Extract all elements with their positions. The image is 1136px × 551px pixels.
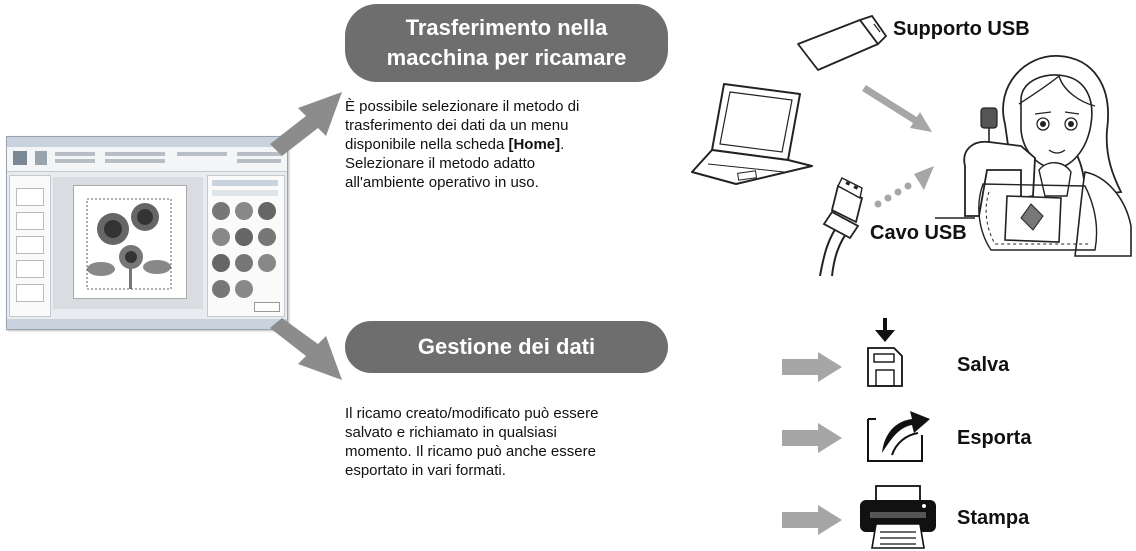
- woman-sewing-machine-icon: [935, 55, 1132, 257]
- save-label: Salva: [957, 354, 1010, 376]
- arrow-print-icon: [782, 505, 842, 535]
- usb-cable-icon: [819, 177, 864, 277]
- arrow-to-management-icon: [270, 318, 342, 380]
- transfer-title-line2: macchina per ricamare: [386, 45, 627, 70]
- transfer-title-pill: Trasferimento nella macchina per ricamar…: [345, 4, 668, 82]
- transfer-description: È possibile selezionare il metodo di tra…: [345, 98, 580, 191]
- management-title: Gestione dei dati: [417, 334, 596, 359]
- management-description: Il ricamo creato/modificato può essere s…: [345, 405, 599, 479]
- screenshot-canvas: [53, 177, 203, 309]
- software-screenshot: [6, 136, 288, 330]
- save-icon: [867, 318, 903, 387]
- export-icon: [867, 411, 930, 462]
- transfer-title-line1: Trasferimento nella: [405, 15, 608, 40]
- screenshot-titlebar: [7, 137, 287, 147]
- print-label: Stampa: [957, 507, 1030, 529]
- usb-stick-label: Supporto USB: [893, 18, 1030, 40]
- print-icon: [860, 485, 936, 549]
- export-label: Esporta: [957, 427, 1032, 449]
- management-title-pill: Gestione dei dati: [345, 321, 668, 373]
- dotted-arrow-icon: [874, 166, 934, 208]
- usb-cable-label: Cavo USB: [870, 222, 967, 244]
- solid-arrow-icon: [862, 85, 932, 132]
- screenshot-statusbar: [7, 319, 287, 329]
- screenshot-left-panel: [9, 175, 51, 317]
- arrow-to-transfer-icon: [270, 92, 342, 156]
- sunflower-embroidery-icon: [86, 198, 172, 290]
- arrow-save-icon: [782, 352, 842, 382]
- screenshot-ribbon: [7, 147, 287, 172]
- arrow-export-icon: [782, 423, 842, 453]
- usb-stick-icon: [797, 14, 888, 71]
- laptop-icon: [691, 83, 813, 185]
- screenshot-right-panel: [207, 175, 285, 317]
